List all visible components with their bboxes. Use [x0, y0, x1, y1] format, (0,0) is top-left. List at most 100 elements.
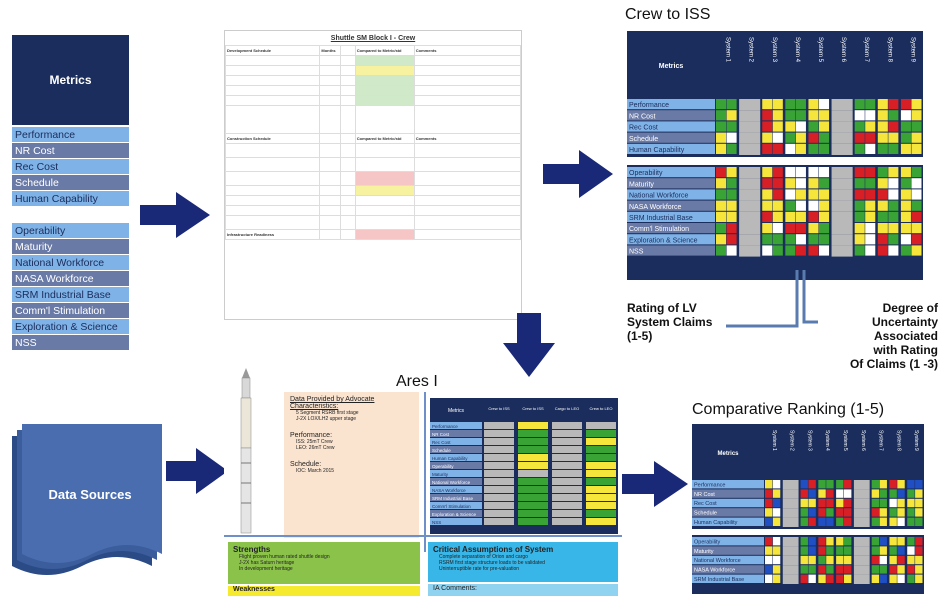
mini-row-label-bg: [430, 478, 482, 485]
metric-row-label-bg: [627, 234, 715, 245]
rating-cell: [795, 143, 806, 154]
metric-row-label-bg: [627, 178, 715, 189]
rating-cell-na: [831, 234, 853, 246]
rating-cell: [772, 546, 781, 555]
rating-cell: [900, 167, 911, 178]
metric-row-label: NASA Workforce: [629, 204, 681, 211]
mini-rating-cell: [484, 486, 514, 493]
metric-item: Rec Cost: [12, 159, 129, 175]
rating-cell: [915, 574, 923, 583]
system-column-header: System 3: [806, 430, 812, 451]
mini-rating-cell: [552, 430, 582, 437]
rating-cell: [836, 489, 844, 498]
rating-cell: [871, 489, 880, 498]
rating-cell: [795, 178, 806, 189]
rating-cell: [888, 189, 899, 200]
mini-row-label: Operability: [432, 464, 454, 469]
rating-cell: [785, 143, 796, 154]
metric-row-label: National Workforce: [629, 193, 689, 200]
rating-cell: [911, 200, 922, 211]
metric-item: NR Cost: [12, 143, 129, 159]
metric-row-label: Exploration & Science: [629, 237, 698, 244]
rating-cell-na: [739, 99, 761, 111]
arrow-down-icon: [503, 313, 555, 377]
rating-cell: [808, 110, 819, 121]
rating-cell: [915, 565, 923, 574]
rating-cell: [772, 99, 783, 110]
metric-row-label-bg: [692, 537, 764, 546]
rating-cell: [726, 99, 737, 110]
metric-item: Performance: [12, 127, 129, 143]
system-column-header: System 8: [886, 37, 892, 63]
annotation-rating: Rating of LV System Claims (1-5): [627, 301, 727, 343]
rating-cell: [800, 498, 808, 508]
metric-row-label-bg: [627, 245, 715, 256]
mini-rating-cell: [518, 478, 548, 485]
mini-row-label-bg: [430, 462, 482, 469]
rating-cell: [877, 234, 888, 245]
rating-cell: [785, 110, 796, 121]
rating-cell-na: [831, 132, 853, 144]
rating-cell: [877, 121, 888, 132]
rating-cell: [877, 189, 888, 200]
metric-row-label-bg: [692, 565, 764, 574]
rating-cell: [877, 132, 888, 143]
comments-heading: IA Comments:: [433, 585, 477, 592]
assumptions-heading: Critical Assumptions of System: [433, 545, 554, 554]
rating-cell: [854, 189, 865, 200]
rating-cell: [818, 555, 826, 565]
mini-rating-cell: [484, 494, 514, 501]
rating-cell-na: [831, 245, 853, 257]
mini-rating-cell: [586, 502, 616, 509]
rating-cell: [800, 574, 808, 583]
rating-cell: [808, 234, 819, 245]
mini-rating-cell: [586, 446, 616, 453]
mini-rating-cell: [518, 510, 548, 517]
mini-rating-cell: [552, 518, 582, 525]
rating-cell-na: [831, 189, 853, 201]
arrow-right-icon: [140, 192, 210, 238]
mini-rating-cell: [586, 470, 616, 477]
rating-cell: [844, 565, 852, 574]
rating-cell: [808, 167, 819, 178]
rating-cell-na: [831, 121, 853, 133]
strengths-heading: Strengths: [233, 545, 271, 554]
rating-cell: [915, 546, 923, 555]
rating-cell: [826, 489, 834, 498]
mini-rating-cell: [586, 518, 616, 525]
rating-cell: [854, 110, 865, 121]
rating-cell: [785, 245, 796, 256]
rating-cell: [819, 110, 830, 121]
rating-cell: [915, 537, 923, 546]
rating-cell: [819, 167, 830, 178]
rating-cell: [907, 480, 915, 489]
rating-cell: [877, 178, 888, 189]
rating-cell: [772, 211, 783, 222]
rating-cell: [888, 143, 899, 154]
rating-cell: [818, 565, 826, 574]
rating-cell: [819, 211, 830, 222]
rating-cell: [808, 99, 819, 110]
rating-cell: [785, 223, 796, 234]
system-column-header: System 9: [913, 430, 919, 451]
assumptions-box: Critical Assumptions of System Complete …: [428, 542, 618, 582]
rating-cell: [819, 99, 830, 110]
rating-cell: [765, 574, 773, 583]
mini-row-label-bg: [430, 518, 482, 525]
annotation-line: Associated: [873, 329, 938, 343]
rating-cell-na: [831, 200, 853, 212]
rating-cell: [871, 537, 880, 546]
mini-column-header: Cargo to LEO: [555, 406, 579, 411]
mini-rating-cell: [518, 502, 548, 509]
rocket-icon: [240, 368, 252, 534]
rating-cell: [818, 537, 826, 546]
metrics-header: Metrics: [12, 35, 129, 125]
mini-rating-cell: [518, 438, 548, 445]
metric-item: Human Capability: [12, 191, 129, 207]
rating-cell: [772, 565, 781, 574]
rating-cell: [726, 143, 737, 154]
rating-cell: [879, 508, 887, 517]
